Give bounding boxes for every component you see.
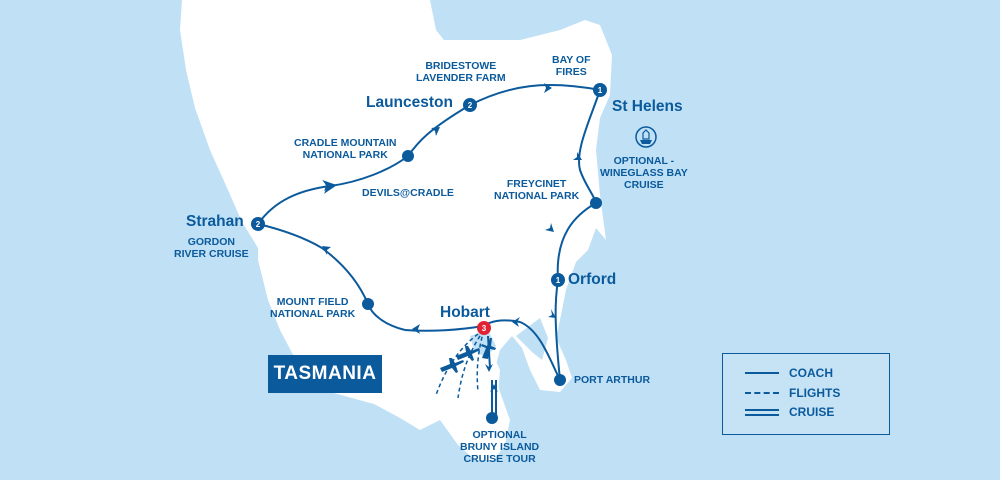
arrow-icon xyxy=(512,317,520,327)
marker-orford xyxy=(551,273,565,287)
marker-port-arthur xyxy=(554,374,566,386)
legend-coach-label: COACH xyxy=(789,366,833,380)
cruise-line-swatch xyxy=(745,408,779,416)
tasmania-badge: TASMANIA xyxy=(268,355,382,393)
label-st-helens: St Helens xyxy=(612,98,683,115)
label-bruny-island: OPTIONAL BRUNY ISLAND CRUISE TOUR xyxy=(460,429,540,465)
eastern-channel xyxy=(516,318,548,360)
arrow-icon xyxy=(485,364,493,372)
marker-st-helens xyxy=(593,83,607,97)
marker-hobart xyxy=(477,321,491,335)
marker-cradle-mountain xyxy=(402,150,414,162)
legend-flights-label: FLIGHTS xyxy=(789,386,841,400)
label-strahan: Strahan xyxy=(186,213,244,230)
label-freycinet: FREYCINET NATIONAL PARK xyxy=(494,178,580,202)
planes xyxy=(440,338,496,373)
label-launceston: Launceston xyxy=(366,94,453,111)
marker-bruny xyxy=(486,412,498,424)
legend-coach: COACH xyxy=(745,365,833,381)
stop-markers: 2 1 1 3 2 xyxy=(251,83,607,424)
legend-cruise: CRUISE xyxy=(745,404,834,420)
flights-line-swatch xyxy=(745,392,779,394)
legend-flights: FLIGHTS xyxy=(745,385,840,401)
tasmania-landmass xyxy=(180,0,612,460)
label-hobart: Hobart xyxy=(440,304,490,321)
plane-icon xyxy=(481,338,496,359)
marker-mount-field xyxy=(362,298,374,310)
arrow-icon xyxy=(431,127,440,136)
boat-icon xyxy=(635,126,657,148)
label-cradle-mountain: CRADLE MOUNTAIN NATIONAL PARK xyxy=(294,137,397,161)
plane-icon xyxy=(456,346,480,361)
label-gordon-river: GORDON RIVER CRUISE xyxy=(174,236,249,260)
marker-launceston xyxy=(463,98,477,112)
orford-nights: 1 xyxy=(556,276,561,285)
label-port-arthur: PORT ARTHUR xyxy=(574,374,651,386)
plane-icon xyxy=(440,358,464,373)
marker-strahan xyxy=(251,217,265,231)
label-bay-of-fires: BAY OF FIRES xyxy=(552,54,591,78)
legend-cruise-label: CRUISE xyxy=(789,405,835,419)
label-bridestowe: BRIDESTOWE LAVENDER FARM xyxy=(416,60,506,84)
arrow-icon xyxy=(544,83,552,93)
arrow-icon xyxy=(548,309,556,318)
label-orford: Orford xyxy=(568,271,617,288)
st-helens-nights: 1 xyxy=(598,86,603,95)
arrow-icon xyxy=(573,152,582,160)
launceston-nights: 2 xyxy=(468,101,473,110)
marker-freycinet xyxy=(590,197,602,209)
hobart-nights: 3 xyxy=(482,324,487,333)
arrow-icon xyxy=(412,324,420,334)
arrow-icon xyxy=(490,384,498,392)
arrow-icon xyxy=(322,246,331,255)
route-arrows xyxy=(322,83,582,392)
label-mount-field: MOUNT FIELD NATIONAL PARK xyxy=(270,296,356,320)
label-devils-cradle: DEVILS@CRADLE xyxy=(362,187,454,199)
flight-paths xyxy=(435,329,485,399)
legend: COACH FLIGHTS CRUISE xyxy=(722,353,890,435)
label-wineglass-bay: OPTIONAL - WINEGLASS BAY CRUISE xyxy=(600,155,688,191)
strahan-nights: 2 xyxy=(256,220,261,229)
arrow-icon xyxy=(545,223,554,232)
coach-line-swatch xyxy=(745,372,779,374)
arrow-icon xyxy=(324,181,332,191)
